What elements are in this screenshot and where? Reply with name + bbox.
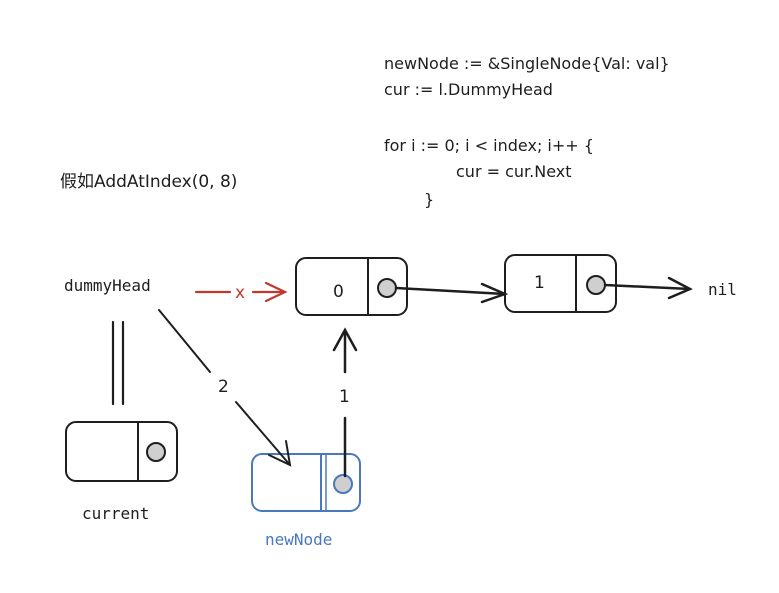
diagram-title: 假如AddAtIndex(0, 8) [60,172,238,192]
arrow-node1-to-nil [603,276,693,300]
next-pointer-dot [146,442,166,462]
step-1-label: 1 [339,387,350,407]
dummyhead-label: dummyHead [64,276,151,295]
node-1-value: 1 [534,273,545,293]
nil-label: nil [708,280,737,299]
next-pointer-dot [586,275,606,295]
removed-link-x-mark: x [235,283,245,303]
node-0-value: 0 [333,282,344,302]
code-line-close-brace: } [424,190,435,209]
next-pointer-dot [377,278,397,298]
new-node [251,453,361,512]
list-node-1: 1 [504,254,617,313]
arrow-node0-to-node1 [394,282,509,304]
code-line-cur-next: cur = cur.Next [456,162,572,181]
newnode-label: newNode [265,530,333,549]
arrow-2-dummyhead-to-newnode [158,309,292,467]
equals-lines [111,320,125,406]
step-2-label: 2 [218,377,229,397]
current-node [65,421,178,482]
code-line-cur-assign: cur := l.DummyHead [384,80,553,99]
code-line-new-node: newNode := &SingleNode{Val: val} [384,54,670,73]
removed-arrow-dummyhead-to-node0 [194,281,288,303]
list-node-0: 0 [295,257,408,316]
arrow-1-newnode-to-node0 [332,327,358,478]
code-line-for-loop: for i := 0; i < index; i++ { [384,136,594,155]
current-label: current [82,504,150,523]
next-pointer-dot [333,474,353,494]
